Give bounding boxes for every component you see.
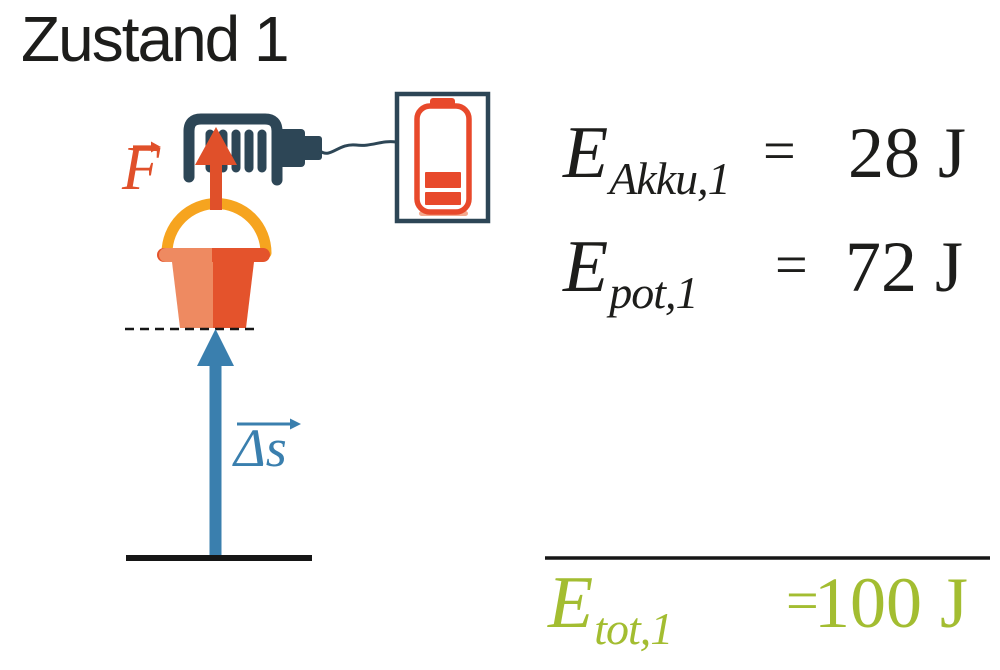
displacement-arrow-shaft [209,362,222,556]
energy-value: 28 J [848,113,967,193]
bucket-icon [157,198,272,328]
motor-frame [183,113,283,186]
energy-symbol: E [563,112,609,194]
equals-sign: = [775,232,808,297]
energy-subscript: Akku,1 [609,153,730,204]
equation-lhs: Etot,1 [548,566,673,654]
equation-lhs: Epot,1 [563,230,698,318]
equals-sign: = [786,568,819,633]
equation-potential-energy: Epot,1 = 72 J [563,230,1000,330]
bucket-body-left [172,262,213,328]
energy-subscript: pot,1 [609,267,698,318]
displacement-label: Δs [234,418,287,478]
motor-plug-tip [302,136,322,160]
energy-subscript: tot,1 [594,603,673,654]
energy-symbol: E [563,226,609,308]
force-arrow-icon [195,127,237,210]
force-vector-overbar [133,141,161,153]
battery-cap [430,98,455,107]
displacement-arrow-head [197,329,234,366]
equals-sign: = [763,118,796,183]
bucket-rim-highlight [159,248,212,262]
displacement-arrow-icon [197,329,234,556]
energy-value: 100 J [814,563,969,643]
page-title: Zustand 1 [21,3,290,75]
force-arrow-shaft [210,158,222,210]
force-arrow-head [195,127,237,165]
battery-charge-bar [425,172,461,188]
motor-plug [272,129,305,167]
force-label: F [122,135,160,203]
displacement-vector-overbar [237,418,301,430]
energy-symbol: E [548,562,594,644]
bucket-body-right [213,262,254,328]
battery-charge-bar [425,192,461,205]
battery-icon [394,91,491,224]
equation-total-energy: Etot,1 = 100 J [548,566,998,666]
equation-lhs: EAkku,1 [563,116,731,204]
energy-value: 72 J [845,227,964,307]
equation-akku-energy: EAkku,1 = 28 J [563,116,1000,216]
bucket-handle [161,198,272,259]
power-cable [319,140,397,155]
